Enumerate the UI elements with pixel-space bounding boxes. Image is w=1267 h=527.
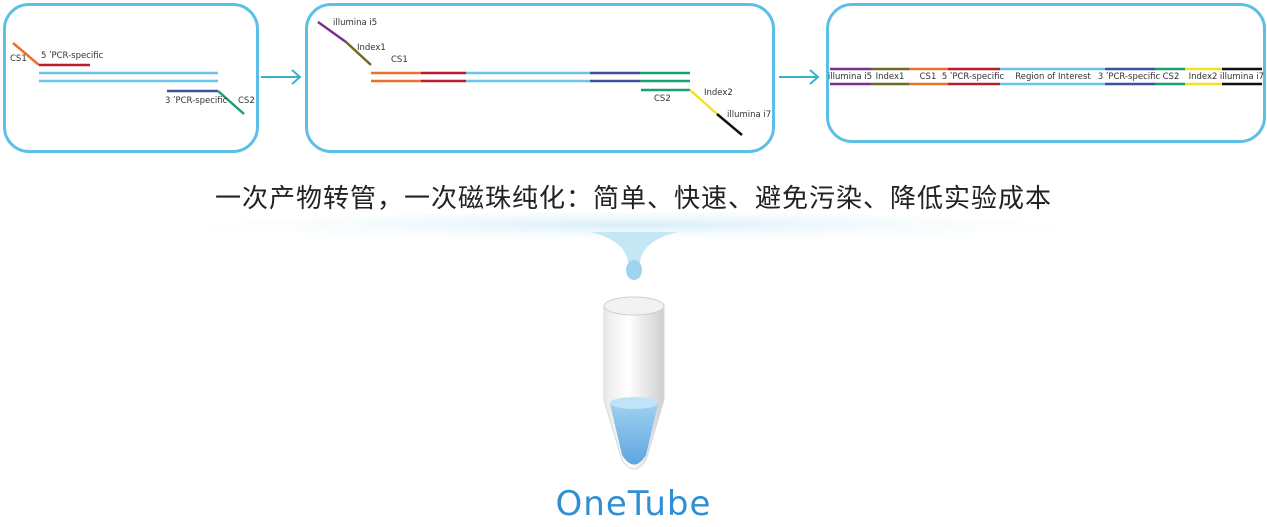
pcr-tube-icon [603,296,665,470]
headline-text: 一次产物转管，一次磁珠纯化：简单、快速、避免污染、降低实验成本 [214,184,1052,214]
p3-label-region: Region of Interest [1015,72,1091,82]
p1-pcr3-label: 3 ʹPCR-specific [165,95,228,106]
p2-cs2-label: CS2 [654,94,671,104]
illumina-i7-line [716,113,743,136]
panel1-strands [12,42,245,115]
cloud-drip-icon [204,212,1064,280]
index-pcr-panel [305,3,775,153]
arrow-right-icon [261,69,302,85]
cs1-tail-line [12,42,40,66]
panel2-strands [317,20,743,136]
p2-index1-label: Index1 [357,43,386,53]
arrow-right-icon [779,69,820,85]
p2-index2-label: Index2 [704,88,733,98]
index1-line [345,41,372,66]
final-library-panel [826,3,1266,143]
p2-cs1-label: CS1 [391,55,408,65]
illumina-i5-line [317,20,347,44]
p3-label-cs1: CS1 [920,72,937,82]
p3-label-cs2: CS2 [1163,72,1180,82]
p1-cs2-label: CS2 [238,96,255,106]
p3-label-illumina-i7: illumina i7 [1220,72,1264,82]
brand-name: OneTube [555,484,712,524]
p3-label-pcr3: 3 ʹPCR-specific [1098,71,1161,82]
index2-line [689,89,718,115]
p1-cs1-label: CS1 [10,54,27,64]
p2-illumina-i7-label: illumina i7 [727,110,771,120]
cs2-tail-line [217,90,245,115]
p3-label-index1: Index1 [876,72,905,82]
p3-label-index2: Index2 [1189,72,1218,82]
primer-design-panel [3,3,259,153]
p3-label-illumina-i5: illumina i5 [828,72,872,82]
panel3-strands [830,67,1262,86]
p1-pcr5-label: 5 ʹPCR-specific [41,50,104,61]
p2-illumina-i5-label: illumina i5 [333,18,377,28]
p3-label-pcr5: 5 ʹPCR-specific [942,71,1005,82]
